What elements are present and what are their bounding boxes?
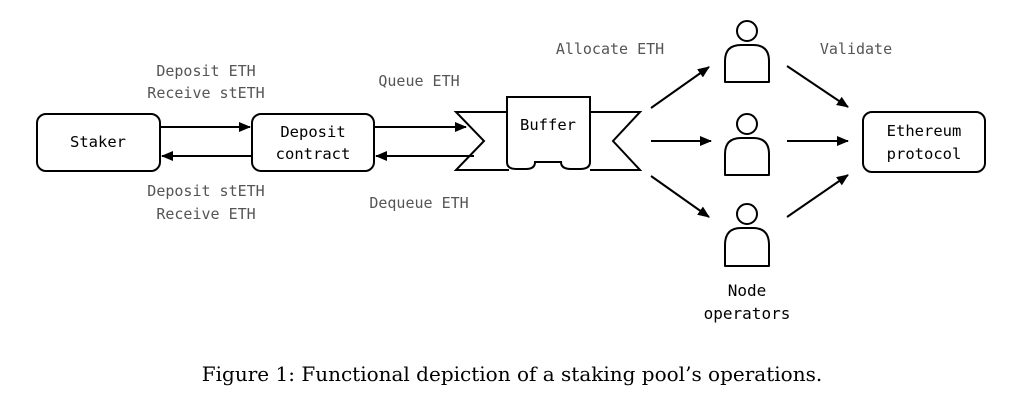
figure-caption: Figure 1: Functional depiction of a stak… (201, 362, 823, 386)
node-operators-label-line1: Node (728, 281, 767, 300)
ethereum-protocol-label-line2: protocol (887, 145, 962, 163)
deposit-contract-label-line1: Deposit (280, 123, 345, 141)
node-operator-2-icon (724, 113, 770, 176)
node-operator-3-icon (724, 203, 770, 267)
buffer-ribbon-right (590, 111, 643, 171)
edge-label-validate: Validate (820, 40, 892, 58)
edge-label-receive-eth: Receive ETH (156, 205, 255, 223)
edge-label-queue-eth: Queue ETH (378, 72, 459, 90)
arrow-buffer-to-operator-3 (650, 175, 710, 218)
edge-label-receive-steth: Receive stETH (147, 84, 264, 102)
node-operator-1-icon (724, 20, 770, 83)
buffer-label: Buffer (520, 116, 576, 134)
edge-label-deposit-eth: Deposit ETH (156, 62, 255, 80)
node-operators-label-line2: operators (704, 304, 791, 323)
deposit-contract-node: Deposit contract (251, 113, 375, 172)
edge-label-dequeue-eth: Dequeue ETH (369, 194, 468, 212)
arrow-operator-3-to-protocol (786, 174, 849, 218)
edge-label-deposit-steth: Deposit stETH (147, 182, 264, 200)
staker-label: Staker (70, 133, 126, 151)
ethereum-protocol-label-line1: Ethereum (887, 122, 962, 140)
arrow-buffer-to-operator-1 (650, 66, 710, 109)
staker-node: Staker (36, 113, 161, 172)
arrow-operator-1-to-protocol (786, 65, 849, 108)
buffer-node: Buffer (453, 96, 643, 171)
buffer-scroll (506, 96, 591, 170)
edge-label-allocate-eth: Allocate ETH (556, 40, 664, 58)
ethereum-protocol-node: Ethereum protocol (862, 111, 986, 173)
deposit-contract-label-line2: contract (276, 145, 351, 163)
buffer-ribbon-left (453, 111, 509, 171)
